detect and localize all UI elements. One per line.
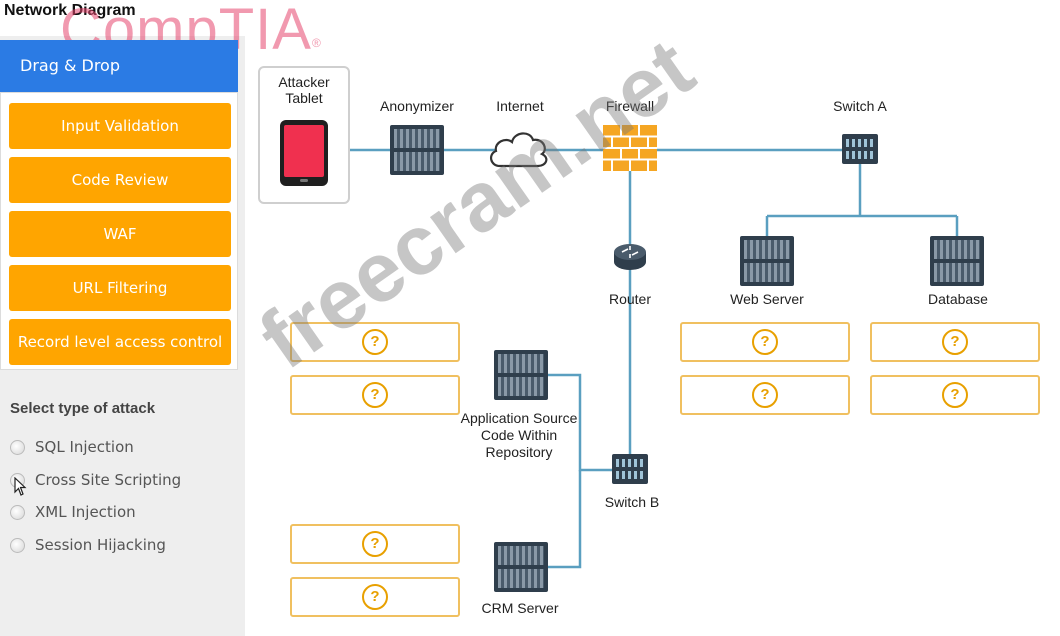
web-server-label: Web Server xyxy=(730,291,804,307)
cloud-icon xyxy=(490,132,548,168)
question-icon: ? xyxy=(752,329,778,355)
attack-label: Session Hijacking xyxy=(35,536,166,554)
attack-section-title: Select type of attack xyxy=(10,400,156,417)
question-icon: ? xyxy=(362,531,388,557)
drop-target-web-server-1[interactable]: ? xyxy=(680,322,850,362)
attacker-tablet-node: Attacker Tablet xyxy=(258,66,350,204)
page-title: Network Diagram xyxy=(4,2,136,19)
radio-button[interactable] xyxy=(10,537,25,553)
app-source-label: Application Source Code Within Repositor… xyxy=(460,410,578,460)
web-server-icon xyxy=(740,236,794,286)
firewall-label: Firewall xyxy=(605,98,655,114)
option-url-filtering[interactable]: URL Filtering xyxy=(9,265,231,311)
dragdrop-panel: Input Validation Code Review WAF URL Fil… xyxy=(0,92,238,370)
link-app-source-to-switch-b xyxy=(546,373,612,472)
question-icon: ? xyxy=(362,329,388,355)
option-record-level-access-control[interactable]: Record level access control xyxy=(9,319,231,365)
internet-label: Internet xyxy=(496,98,544,114)
attack-option-sql-injection[interactable]: SQL Injection xyxy=(10,436,134,458)
switch-a-label: Switch A xyxy=(833,98,887,114)
crm-server-icon xyxy=(494,542,548,592)
drop-target-app-source-2[interactable]: ? xyxy=(290,375,460,415)
tablet-icon xyxy=(280,120,328,186)
anonymizer-label: Anonymizer xyxy=(380,98,454,114)
firewall-icon xyxy=(603,125,657,171)
attacker-tablet-label: Attacker Tablet xyxy=(278,74,330,106)
drop-target-web-server-2[interactable]: ? xyxy=(680,375,850,415)
question-icon: ? xyxy=(942,329,968,355)
switch-b-icon xyxy=(612,454,648,484)
mouse-cursor-icon xyxy=(14,477,27,496)
crm-server-label: CRM Server xyxy=(481,600,559,616)
attack-option-session-hijacking[interactable]: Session Hijacking xyxy=(10,534,166,556)
drop-target-app-source-1[interactable]: ? xyxy=(290,322,460,362)
dragdrop-header: Drag & Drop xyxy=(0,40,238,92)
attack-label: XML Injection xyxy=(35,503,136,521)
database-server-icon xyxy=(930,236,984,286)
radio-button[interactable] xyxy=(10,504,25,520)
question-icon: ? xyxy=(942,382,968,408)
router-label: Router xyxy=(608,291,652,307)
database-label: Database xyxy=(928,291,988,307)
drop-target-database-1[interactable]: ? xyxy=(870,322,1040,362)
option-input-validation[interactable]: Input Validation xyxy=(9,103,231,149)
drop-target-database-2[interactable]: ? xyxy=(870,375,1040,415)
switch-b-label: Switch B xyxy=(604,494,660,510)
attack-label: SQL Injection xyxy=(35,438,134,456)
attack-label: Cross Site Scripting xyxy=(35,471,182,489)
question-icon: ? xyxy=(362,584,388,610)
radio-button[interactable] xyxy=(10,439,25,455)
router-icon xyxy=(614,244,646,270)
option-code-review[interactable]: Code Review xyxy=(9,157,231,203)
drop-target-crm-2[interactable]: ? xyxy=(290,577,460,617)
switch-a-icon xyxy=(842,134,878,164)
app-source-server-icon xyxy=(494,350,548,400)
link-crm-to-switch-b xyxy=(546,470,582,569)
drop-target-crm-1[interactable]: ? xyxy=(290,524,460,564)
question-icon: ? xyxy=(752,382,778,408)
question-icon: ? xyxy=(362,382,388,408)
attack-option-xml-injection[interactable]: XML Injection xyxy=(10,501,136,523)
anonymizer-server-icon xyxy=(390,125,444,175)
option-waf[interactable]: WAF xyxy=(9,211,231,257)
